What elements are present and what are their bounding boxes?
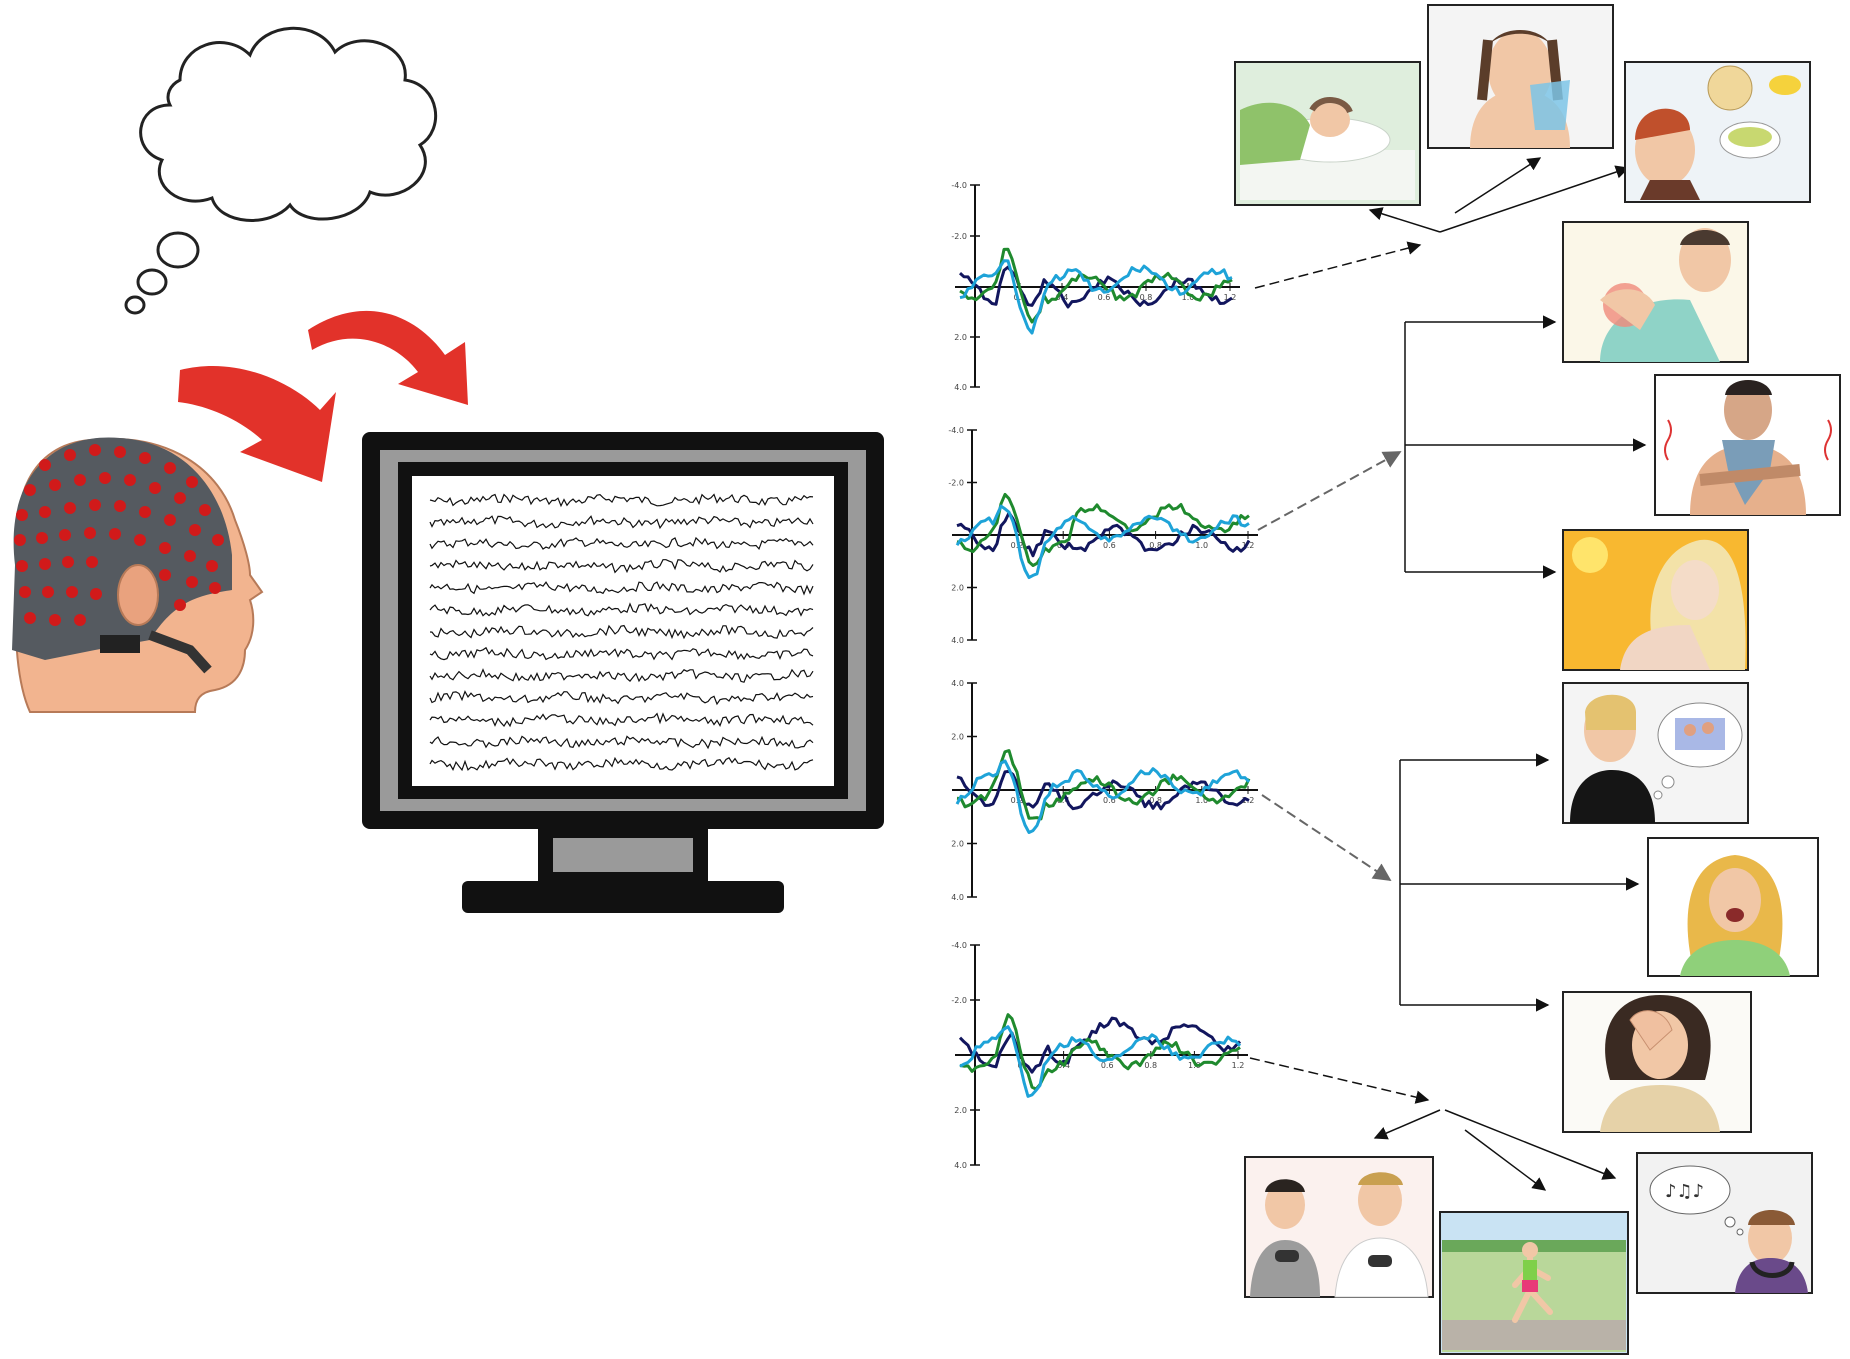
y-tick-label: 2.0 bbox=[951, 733, 964, 742]
y-tick-label: 4.0 bbox=[951, 636, 964, 645]
shoulder-pain-image bbox=[1562, 221, 1749, 363]
eeg-trace-line bbox=[429, 624, 814, 640]
music-notes-icon: ♪♫♪ bbox=[1665, 1181, 1704, 1202]
eeg-cap-head-icon bbox=[12, 437, 264, 713]
y-tick-label: -4.0 bbox=[948, 426, 964, 435]
x-tick-label: 0.2 bbox=[1011, 541, 1024, 550]
y-tick-label: 4.0 bbox=[951, 893, 964, 902]
x-tick-label: 0.4 bbox=[1057, 796, 1070, 805]
x-tick-label: 0.8 bbox=[1140, 293, 1153, 302]
y-tick-label: -4.0 bbox=[951, 181, 967, 190]
x-tick-label: 0.6 bbox=[1101, 1061, 1114, 1070]
happy-memory-image bbox=[1562, 682, 1749, 824]
x-tick-label: 1.0 bbox=[1195, 796, 1208, 805]
x-tick-label: 1.2 bbox=[1242, 541, 1255, 550]
x-tick-label: 0.8 bbox=[1144, 1061, 1157, 1070]
x-tick-label: 1.0 bbox=[1195, 541, 1208, 550]
erp-waveform-line bbox=[956, 749, 1251, 821]
connector-arrows bbox=[1249, 157, 1647, 1191]
y-tick-label: 2.0 bbox=[951, 584, 964, 593]
running-outdoors-image bbox=[1439, 1211, 1629, 1355]
computer-monitor-icon bbox=[362, 432, 884, 913]
crying-woman-image bbox=[1562, 991, 1752, 1133]
eeg-trace-line bbox=[429, 735, 814, 750]
y-tick-label: -4.0 bbox=[951, 941, 967, 950]
eeg-trace-line bbox=[429, 690, 814, 706]
eeg-trace-line bbox=[429, 493, 814, 508]
erp-waveform-line bbox=[956, 492, 1250, 567]
y-tick-label: 2.0 bbox=[954, 1106, 967, 1115]
eeg-trace-line bbox=[429, 581, 814, 596]
arrow bbox=[1454, 157, 1542, 214]
dashed-arrow bbox=[1257, 451, 1402, 531]
erp-waveform-line bbox=[958, 1016, 1242, 1074]
x-tick-label: 0.6 bbox=[1103, 541, 1116, 550]
dashed-arrow bbox=[1249, 1057, 1430, 1104]
x-tick-label: 1.2 bbox=[1224, 293, 1237, 302]
x-tick-label: 0.2 bbox=[1011, 796, 1024, 805]
playing-video-games-image bbox=[1244, 1156, 1434, 1298]
eeg-trace-line bbox=[429, 515, 814, 530]
curved-arrow-icon bbox=[178, 310, 468, 482]
x-tick-label: 0.6 bbox=[1103, 796, 1116, 805]
erp-waveform-line bbox=[955, 759, 1251, 834]
arrow bbox=[1439, 165, 1630, 233]
y-tick-label: -2.0 bbox=[951, 232, 967, 241]
frightened-woman-image bbox=[1647, 837, 1819, 977]
feeling-cold-image bbox=[1654, 374, 1841, 516]
y-tick-label: 2.0 bbox=[951, 840, 964, 849]
eeg-trace-line bbox=[429, 559, 814, 574]
erp-waveform-line bbox=[959, 259, 1233, 335]
erp-waveform-line bbox=[959, 1013, 1241, 1091]
sleeping-person-image bbox=[1234, 61, 1421, 206]
y-tick-label: -2.0 bbox=[948, 479, 964, 488]
eeg-trace-line bbox=[429, 536, 814, 551]
arrow bbox=[1373, 1109, 1441, 1140]
erp-waveform-line bbox=[959, 1025, 1242, 1098]
eeg-trace-line bbox=[429, 756, 814, 772]
erp-waveform-panels: -4.0 -2.0 2.0 4.0 0.2 0.4 0.6 0.8 1.0 1.2 -4.0 -2.0… bbox=[948, 181, 1258, 1170]
erp-waveform-line bbox=[956, 511, 1251, 558]
feeling-hot-image bbox=[1562, 529, 1749, 671]
listening-music-image: ♪♫♪ bbox=[1636, 1152, 1813, 1294]
eeg-trace-line bbox=[429, 712, 814, 728]
y-tick-label: 4.0 bbox=[951, 679, 964, 688]
x-tick-label: 1.0 bbox=[1182, 293, 1195, 302]
x-tick-label: 1.2 bbox=[1232, 1061, 1245, 1070]
dashed-arrow bbox=[1254, 241, 1422, 289]
arrow bbox=[1464, 1129, 1547, 1191]
erp-waveform-line bbox=[955, 504, 1250, 579]
eeg-traces bbox=[429, 493, 814, 772]
y-tick-label: 4.0 bbox=[954, 1161, 967, 1170]
thought-cloud-icon bbox=[124, 26, 437, 315]
dashed-arrow bbox=[1261, 794, 1392, 881]
y-tick-label: 4.0 bbox=[954, 383, 967, 392]
arrow bbox=[1368, 207, 1441, 233]
y-tick-label: 2.0 bbox=[954, 333, 967, 342]
eeg-trace-line bbox=[429, 668, 814, 683]
x-tick-label: 0.8 bbox=[1149, 796, 1162, 805]
eating-meal-image bbox=[1624, 61, 1811, 203]
x-tick-label: 0.8 bbox=[1149, 541, 1162, 550]
eeg-trace-line bbox=[429, 646, 814, 661]
drinking-water-image bbox=[1427, 4, 1614, 149]
arrow bbox=[1444, 1109, 1617, 1180]
y-tick-label: -2.0 bbox=[951, 996, 967, 1005]
scene-images: ♪♫♪ bbox=[1234, 4, 1841, 1355]
x-tick-label: 0.2 bbox=[1014, 293, 1027, 302]
eeg-trace-line bbox=[429, 602, 814, 617]
x-tick-label: 0.6 bbox=[1098, 293, 1111, 302]
